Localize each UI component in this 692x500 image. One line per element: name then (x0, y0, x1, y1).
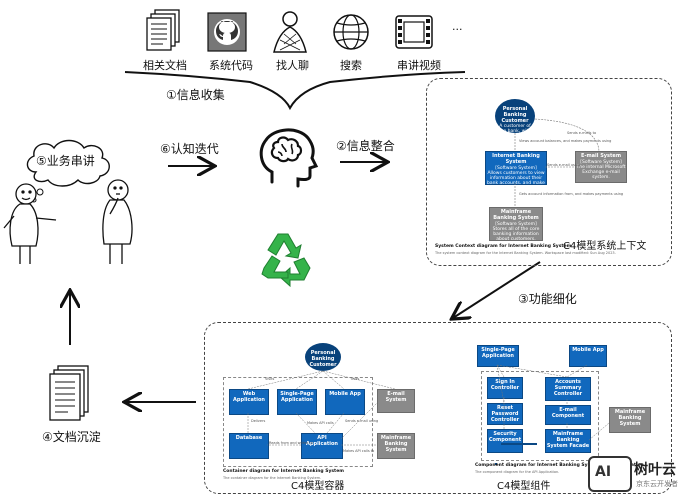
system-context-panel: Personal Banking Customer A customer of … (426, 78, 672, 266)
thought-cloud (26, 139, 110, 187)
source-label-docs: 相关文档 (143, 59, 187, 72)
cnt-api: API Application (301, 433, 343, 459)
person-icon (270, 10, 310, 53)
ctx-subcaption: The system context diagram for the Inter… (435, 251, 616, 255)
cnt-caption: Container diagram for Internet Banking S… (223, 469, 344, 474)
cmp-signin: Sign In Controller (487, 377, 523, 399)
cnt-edge-sends-email: Sends e-mail using (345, 419, 379, 423)
cnt-edge-delivers: Delivers (251, 419, 266, 423)
ctx-caption: System Context diagram for Internet Bank… (435, 244, 572, 249)
step-refine: ③功能细化 (518, 292, 577, 306)
cnt-web-app: Web Application (229, 389, 269, 415)
watermark-badge: AI (588, 456, 632, 492)
brain-head-icon (259, 128, 319, 188)
cmp-subcaption: The component diagram for the API Applic… (475, 470, 560, 474)
step-integrate: ②信息整合 (336, 139, 395, 153)
ctx-customer: Personal Banking Customer A customer of … (495, 99, 535, 133)
ctx-edge-sends: Sends e-mail using (547, 163, 581, 167)
step-collect: ①信息收集 (166, 88, 225, 102)
ctx-internet-banking: Internet Banking System [Software System… (485, 151, 547, 185)
ctx-edges (514, 118, 600, 207)
document-stack-icon (145, 8, 185, 51)
ctx-mainframe: Mainframe Banking System [Software Syste… (489, 207, 543, 241)
cnt-edge-makes-calls: Makes API calls to (343, 449, 375, 453)
source-label-video: 串讲视频 (397, 59, 441, 72)
cnt-boundary (223, 377, 373, 467)
cnt-customer: Personal Banking Customer (305, 343, 341, 371)
cnt-edge-reads: Reads from and writes to (269, 441, 313, 445)
cmp-edges (496, 364, 610, 441)
cnt-spa: Single-Page Application (277, 389, 317, 415)
globe-icon (331, 12, 371, 52)
cmp-mobile: Mobile App (569, 345, 607, 367)
discussion-illustration (3, 139, 133, 264)
container-component-panel: Personal Banking Customer Web Applicatio… (204, 322, 672, 494)
cnt-edge-makes-api: Makes API calls (307, 421, 334, 425)
recycle-icon (261, 233, 311, 288)
cmp-panel-title: C4模型组件 (497, 481, 551, 492)
watermark-brand: 树叶云 (634, 462, 676, 478)
cnt-edges (247, 370, 396, 446)
more-ellipsis: ... (452, 20, 463, 33)
step-iterate: ⑥认知迭代 (160, 142, 219, 156)
cnt-mainframe: Mainframe Banking System (377, 433, 415, 459)
cmp-mainframe: Mainframe Banking System (609, 407, 651, 433)
cmp-mainframe-facade: Mainframe Banking System Facade (545, 429, 591, 453)
cnt-edge-visits: Visits (265, 377, 275, 381)
person-left (3, 183, 57, 264)
cnt-subcaption: The container diagram for the Internet B… (223, 476, 322, 480)
cnt-database: Database (229, 433, 269, 459)
source-label-chat: 找人聊 (276, 59, 309, 72)
arrow-refine (453, 261, 541, 318)
cnt-email: E-mail System (377, 389, 415, 413)
source-label-code: 系统代码 (209, 59, 253, 72)
step-docs: ④文档沉淀 (42, 430, 101, 444)
cmp-email-component: E-mail Component (545, 405, 591, 425)
ctx-edge-emails: Sends e-mails to (567, 131, 597, 135)
cmp-accounts-summary: Accounts Summary Controller (545, 377, 591, 401)
cmp-security: Security Component (487, 429, 523, 453)
film-icon (394, 12, 434, 52)
cmp-boundary (481, 371, 599, 461)
ctx-edge-views: Views account balances, and makes paymen… (519, 139, 612, 143)
source-label-search: 搜索 (340, 59, 362, 72)
cnt-edge-uses: Uses (351, 377, 360, 381)
cmp-caption: Component diagram for Internet Banking S… (475, 463, 644, 468)
cnt-panel-title: C4模型容器 (291, 481, 345, 492)
ctx-panel-title: C4模型系统上下文 (563, 241, 647, 252)
person-right (102, 179, 133, 264)
document-output-icon (49, 365, 89, 421)
ctx-email: E-mail System [Software System] The inte… (575, 151, 627, 183)
watermark-sub: 京东云开发者 (636, 480, 678, 488)
cnt-mobile: Mobile App (325, 389, 365, 415)
step-present: ⑤业务串讲 (36, 154, 95, 168)
github-icon (207, 12, 247, 52)
ctx-edge-uses: Gets account information from, and makes… (519, 192, 624, 196)
cmp-reset: Reset Password Controller (487, 403, 523, 425)
